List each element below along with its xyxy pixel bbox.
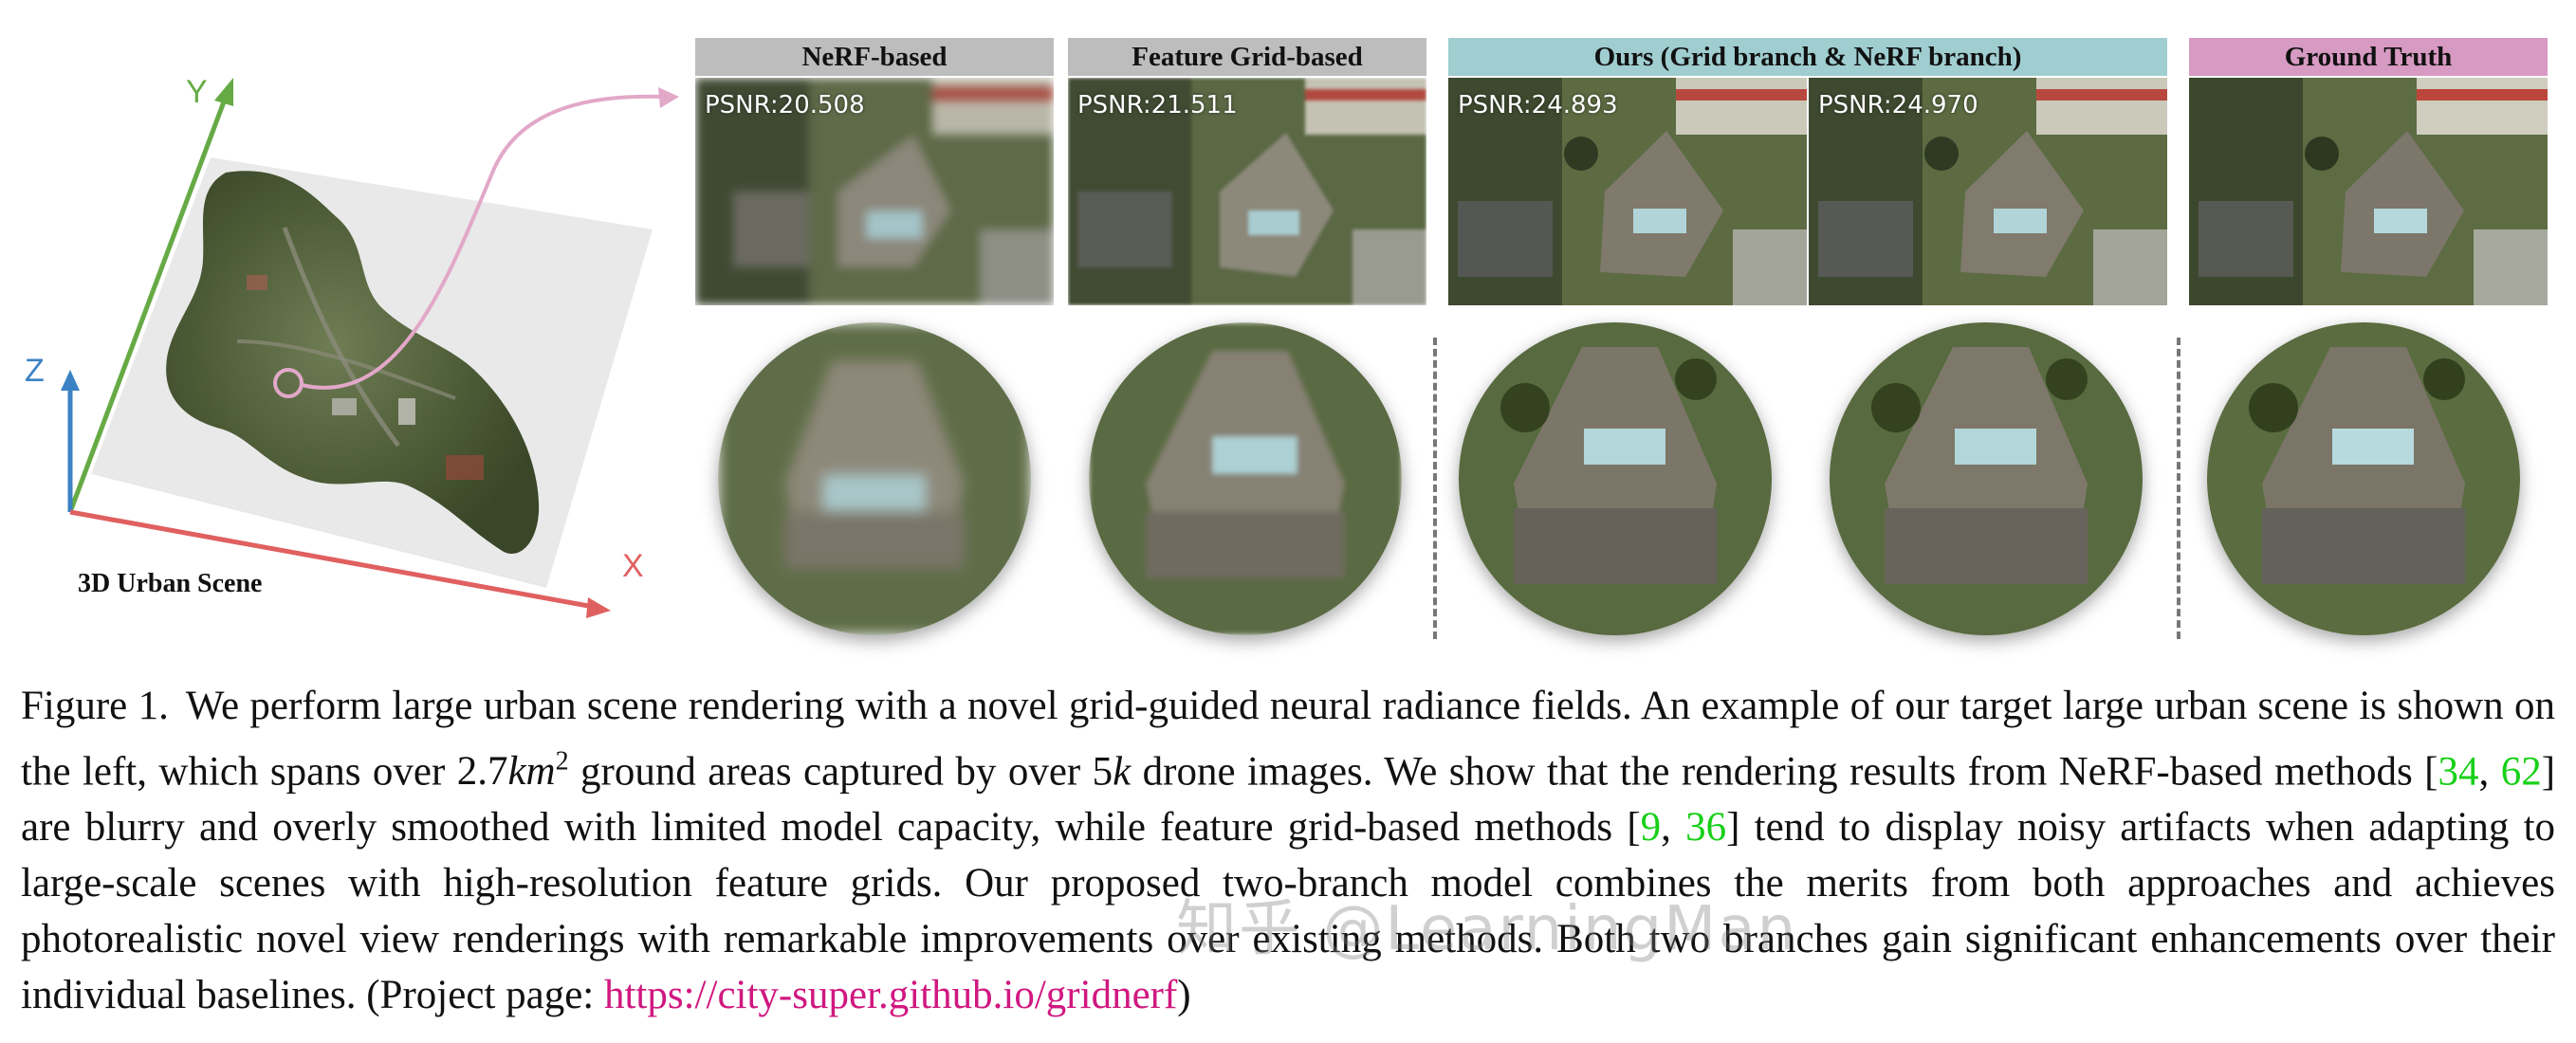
zoom-ours-grid-branch	[1459, 322, 1772, 635]
urban-scene-illustration: Y Z X 3D Urban Scene	[25, 74, 679, 618]
tile-ground-truth	[2189, 78, 2548, 305]
header-feature-grid-based: Feature Grid-based	[1068, 38, 1426, 76]
caption-text-5: ] tend to display noisy artifacts when a…	[21, 805, 2556, 1018]
citation-36[interactable]: 36	[1685, 805, 1727, 851]
psnr-nerf-based: PSNR:20.508	[705, 91, 865, 119]
caption-text-4: ] are blurry and overly smoothed with li…	[21, 749, 2556, 851]
tile-nerf-based: PSNR:20.508	[695, 78, 1054, 305]
psnr-ours-nerf-branch: PSNR:24.970	[1818, 91, 1978, 119]
citation-62[interactable]: 62	[2500, 749, 2542, 795]
divider-left	[1433, 338, 1437, 639]
y-axis-label: Y	[186, 74, 208, 110]
project-page-link[interactable]: https://city-super.github.io/gridnerf	[603, 973, 1178, 1018]
divider-right	[2177, 338, 2180, 639]
urban-scene-panel: Y Z X 3D Urban Scene	[0, 57, 683, 626]
psnr-feature-grid-based: PSNR:21.511	[1077, 91, 1238, 119]
drone-count: 5k	[1092, 749, 1132, 795]
scene-label: 3D Urban Scene	[78, 569, 262, 598]
header-nerf-based: NeRF-based	[695, 38, 1054, 76]
psnr-ours-grid-branch: PSNR:24.893	[1458, 91, 1618, 119]
caption-text-2: ground areas captured by over	[568, 749, 1093, 795]
citation-9[interactable]: 9	[1640, 805, 1662, 851]
zoom-ground-truth	[2207, 322, 2520, 635]
render-feature-grid-based	[1068, 78, 1426, 305]
x-axis-label: X	[622, 548, 644, 584]
render-nerf-based	[695, 78, 1054, 305]
watermark: 知乎 @LearningMan	[1176, 894, 1798, 964]
figure-label: Figure 1.	[21, 684, 169, 728]
header-ground-truth: Ground Truth	[2189, 38, 2548, 76]
tile-feature-grid-based: PSNR:21.511	[1068, 78, 1426, 305]
zoom-ours-nerf-branch	[1830, 322, 2143, 635]
x-axis	[69, 509, 595, 610]
figure-caption: Figure 1.We perform large urban scene re…	[21, 678, 2555, 1023]
render-ours-nerf-branch	[1809, 78, 2167, 305]
citation-separator: ,	[2478, 749, 2501, 795]
caption-text-3: drone images. We show that the rendering…	[1131, 749, 2438, 795]
link-curve	[301, 94, 665, 390]
highlight-marker	[273, 368, 304, 398]
zoom-nerf-based	[718, 322, 1031, 635]
z-axis-label: Z	[25, 353, 45, 389]
area-value: 2.7km2	[456, 747, 569, 795]
citation-34[interactable]: 34	[2438, 749, 2479, 795]
y-axis	[67, 96, 229, 513]
render-ground-truth	[2189, 78, 2548, 305]
tile-ours-grid-branch: PSNR:24.893	[1448, 78, 1807, 305]
citation-separator: ,	[1661, 805, 1686, 851]
header-ours: Ours (Grid branch & NeRF branch)	[1448, 38, 2167, 76]
zoom-feature-grid-based	[1089, 322, 1402, 635]
render-ours-grid-branch	[1448, 78, 1807, 305]
caption-text-1: We perform large urban scene rendering w…	[21, 684, 2555, 795]
caption-text-6: )	[1177, 973, 1191, 1018]
tile-ours-nerf-branch: PSNR:24.970	[1809, 78, 2167, 305]
